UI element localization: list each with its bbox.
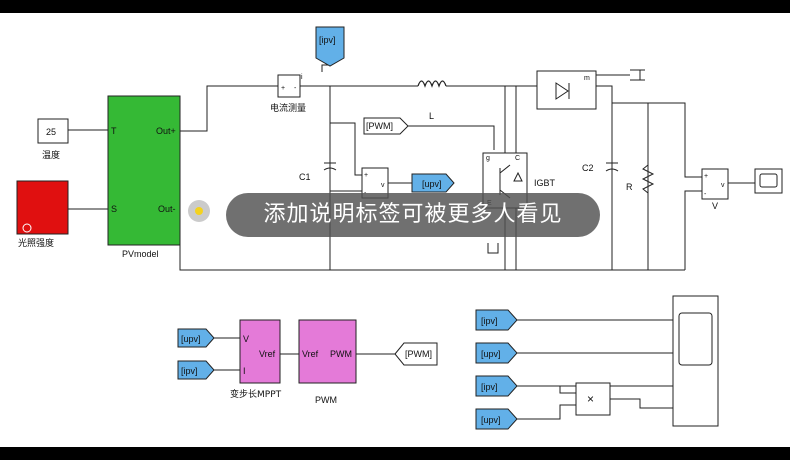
capacitor-c1[interactable] bbox=[323, 162, 337, 171]
scope-block-load[interactable] bbox=[754, 168, 783, 194]
r-label: R bbox=[626, 182, 633, 192]
pv-model-block[interactable]: T S Out+ Out- bbox=[107, 95, 181, 246]
scope-wires bbox=[517, 319, 673, 420]
svg-text:v: v bbox=[721, 182, 725, 189]
svg-text:I: I bbox=[243, 366, 246, 376]
svg-text:+: + bbox=[281, 85, 285, 92]
svg-text:S: S bbox=[111, 204, 117, 214]
current-measurement-block[interactable]: + - i bbox=[277, 74, 303, 98]
inductor-block[interactable] bbox=[417, 80, 447, 88]
c2-label: C2 bbox=[582, 163, 594, 173]
upv-from-tag-control[interactable]: [upv] bbox=[177, 328, 215, 348]
temperature-constant-block[interactable]: 25 bbox=[37, 118, 69, 144]
cursor-dot bbox=[195, 207, 203, 215]
ground-symbol bbox=[487, 243, 499, 254]
svg-text:×: × bbox=[587, 392, 594, 406]
svg-text:[upv]: [upv] bbox=[422, 179, 442, 189]
scope-ipv-from-tag-1[interactable]: [ipv] bbox=[475, 309, 518, 331]
scope-upv-from-tag-1[interactable]: [upv] bbox=[475, 342, 518, 364]
capacitor-c2[interactable] bbox=[605, 162, 619, 172]
svg-text:T: T bbox=[111, 126, 117, 136]
scope-upv-from-tag-2[interactable]: [upv] bbox=[475, 408, 518, 430]
svg-text:g: g bbox=[486, 155, 490, 162]
svg-text:Out+: Out+ bbox=[156, 126, 176, 136]
irradiance-source-block[interactable] bbox=[16, 180, 69, 235]
ipv-goto-tag-top[interactable]: [ipv] bbox=[315, 26, 345, 67]
svg-text:[PWM]: [PWM] bbox=[405, 349, 432, 359]
pwm-generator-block[interactable]: Vref PWM bbox=[298, 319, 357, 384]
ipv-goto-text: [ipv] bbox=[319, 35, 336, 45]
product-block[interactable]: × bbox=[575, 382, 611, 416]
svg-text:[PWM]: [PWM] bbox=[366, 121, 393, 131]
control-wires bbox=[214, 337, 395, 371]
svg-text:Out-: Out- bbox=[158, 204, 176, 214]
upv-goto-tag[interactable]: [upv] bbox=[411, 173, 455, 193]
v-label: V bbox=[712, 201, 718, 211]
cursor-indicator bbox=[188, 200, 210, 222]
signal-icon bbox=[22, 223, 32, 233]
svg-text:[upv]: [upv] bbox=[181, 334, 201, 344]
temperature-label: 温度 bbox=[42, 149, 60, 161]
model-diagram: [ipv] + - i 电流测量 25 温度 光照强度 T S Out+ Out… bbox=[16, 26, 783, 430]
diode-block[interactable]: m bbox=[536, 70, 597, 110]
voltage-sensor-load[interactable]: + - v bbox=[701, 168, 729, 200]
svg-text:+: + bbox=[704, 173, 708, 180]
inductor-label: L bbox=[429, 111, 434, 121]
svg-text:-: - bbox=[294, 85, 297, 92]
mppt-block[interactable]: V I Vref bbox=[239, 319, 281, 384]
pwm-generator-name: PWM bbox=[315, 395, 337, 405]
svg-text:i: i bbox=[301, 74, 303, 81]
svg-text:+: + bbox=[364, 172, 368, 179]
svg-text:[ipv]: [ipv] bbox=[481, 382, 498, 392]
ipv-from-tag-control[interactable]: [ipv] bbox=[177, 360, 215, 380]
igbt-label: IGBT bbox=[534, 178, 556, 188]
pwm-from-tag[interactable]: [PWM] bbox=[363, 117, 409, 135]
svg-text:[upv]: [upv] bbox=[481, 415, 501, 425]
svg-text:V: V bbox=[243, 334, 249, 344]
irradiance-label: 光照强度 bbox=[18, 237, 54, 249]
svg-text:Vref: Vref bbox=[302, 349, 319, 359]
pv-model-name: PVmodel bbox=[122, 249, 159, 259]
svg-text:v: v bbox=[381, 182, 385, 189]
svg-text:-: - bbox=[704, 191, 707, 198]
current-measurement-label: 电流测量 bbox=[270, 102, 306, 114]
svg-text:[ipv]: [ipv] bbox=[481, 316, 498, 326]
c1-label: C1 bbox=[299, 172, 311, 182]
pwm-goto-tag[interactable]: [PWM] bbox=[394, 342, 438, 366]
svg-text:m: m bbox=[584, 75, 590, 82]
svg-text:PWM: PWM bbox=[330, 349, 352, 359]
svg-text:Vref: Vref bbox=[259, 349, 276, 359]
svg-text:25: 25 bbox=[46, 127, 56, 137]
simulink-model-canvas: [ipv] + - i 电流测量 25 温度 光照强度 T S Out+ Out… bbox=[0, 13, 790, 447]
mppt-name: 变步长MPPT bbox=[230, 388, 282, 400]
svg-text:C: C bbox=[515, 155, 520, 162]
resistor-r[interactable] bbox=[641, 164, 655, 194]
scope-block-main[interactable] bbox=[672, 295, 719, 427]
svg-text:[upv]: [upv] bbox=[481, 349, 501, 359]
svg-text:[ipv]: [ipv] bbox=[181, 366, 198, 376]
caption-overlay: 添加说明标签可被更多人看见 bbox=[226, 193, 600, 237]
terminator-icon bbox=[630, 69, 645, 81]
scope-ipv-from-tag-2[interactable]: [ipv] bbox=[475, 375, 518, 397]
